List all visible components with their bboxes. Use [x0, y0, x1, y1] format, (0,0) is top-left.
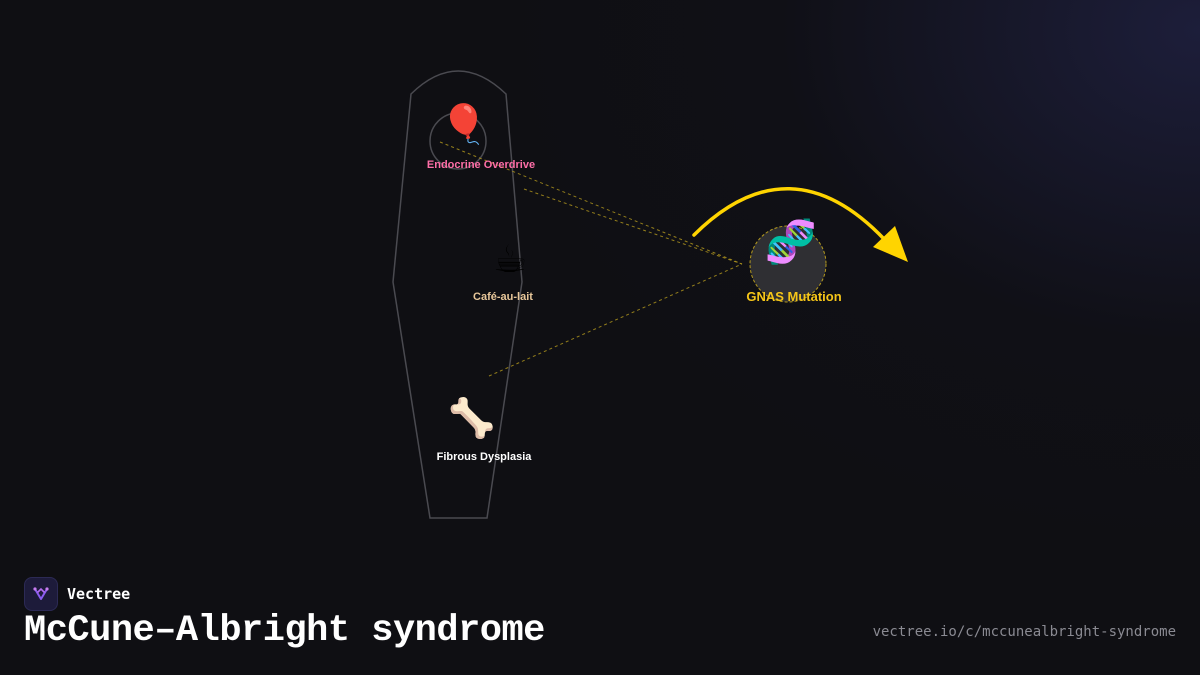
connector-endocrine — [439, 141, 743, 265]
center-node-label: GNAS Mutation — [746, 289, 842, 304]
head-circle — [429, 112, 487, 170]
dna-icon: 🧬 — [764, 217, 818, 266]
node-label-cafe: Café-au-lait — [473, 291, 533, 303]
page-title: McCune–Albright syndrome — [24, 610, 545, 652]
arrow-head-icon — [873, 226, 908, 262]
connector-fibrous — [488, 263, 743, 377]
connector-cafe — [523, 188, 743, 265]
node-label-fibrous: Fibrous Dysplasia — [436, 451, 532, 463]
page-url[interactable]: vectree.io/c/mccunealbright-syndrome — [872, 624, 1176, 640]
brand-name: Vectree — [67, 585, 131, 603]
brand: Vectree — [24, 577, 130, 611]
balloon-icon: 🎈 — [440, 102, 488, 146]
bone-icon: 🦴 — [448, 396, 496, 440]
node-label-endocrine: Endocrine Overdrive — [426, 159, 536, 171]
vectree-logo-icon — [24, 577, 58, 611]
curved-arrow — [692, 187, 887, 242]
body-outline — [392, 70, 523, 519]
gnas-node-circle — [749, 225, 827, 303]
coffee-icon: ☕ — [492, 237, 528, 281]
